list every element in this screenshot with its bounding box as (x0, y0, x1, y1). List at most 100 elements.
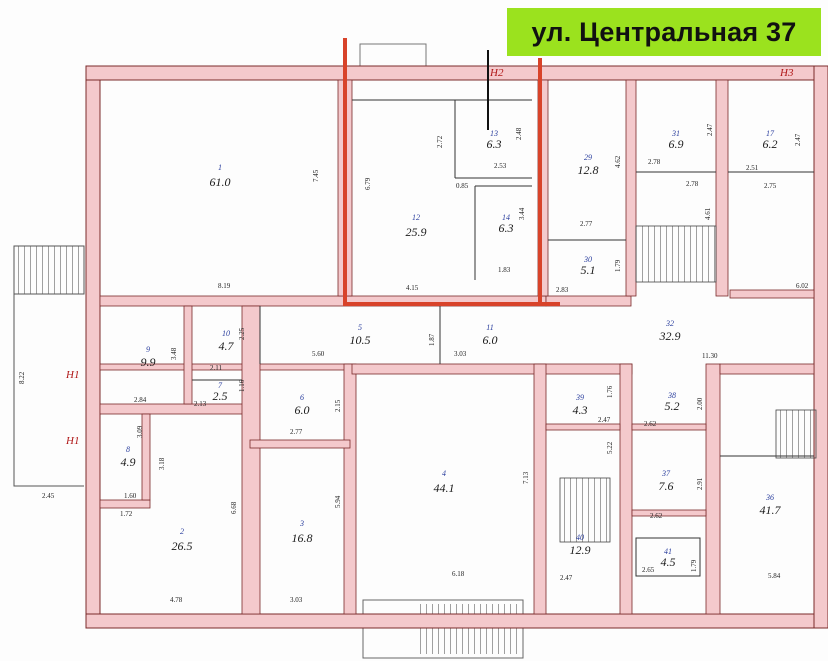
room-area: 4.7 (219, 339, 235, 353)
axis-mark-h1-upper: H1 (65, 369, 79, 381)
highlighted-unit-outline (343, 38, 560, 306)
dim-label: 3.03 (290, 596, 303, 604)
dim-label: 2.75 (764, 182, 777, 190)
room-number: 36 (765, 493, 774, 502)
dim-label: 2.47 (706, 123, 714, 136)
room-area: 12.9 (570, 543, 591, 557)
dim-label: 2.45 (42, 492, 55, 500)
dim-label: 2.65 (642, 566, 655, 574)
address-banner: ул. Центральная 37 (507, 8, 821, 56)
dim-label: 2.91 (696, 477, 704, 490)
room-number: 9 (146, 345, 150, 354)
dim-label: 2.47 (794, 133, 802, 146)
dim-label: 6.79 (364, 177, 372, 190)
room-number: 17 (766, 129, 775, 138)
dim-label: 2.77 (290, 428, 303, 436)
dim-label: 6.02 (796, 282, 809, 290)
room-number: 38 (667, 391, 676, 400)
dim-label: 4.15 (406, 284, 419, 292)
room-number: 12 (412, 213, 420, 222)
dim-label: 2.48 (515, 127, 523, 140)
dim-label: 2.78 (686, 180, 699, 188)
room-number: 8 (126, 445, 130, 454)
room-labels: 1 61.0 12 25.9 13 6.3 14 6.3 29 12.8 30 … (121, 129, 782, 569)
room-number: 4 (442, 469, 446, 478)
room-number: 13 (490, 129, 498, 138)
room-area: 32.9 (659, 329, 681, 343)
dim-label: 5.60 (312, 350, 325, 358)
dim-label: 2.77 (580, 220, 593, 228)
room-area: 9.9 (141, 355, 156, 369)
dim-label: 2.78 (648, 158, 661, 166)
room-area: 16.8 (292, 531, 313, 545)
room-number: 3 (299, 519, 304, 528)
room-number: 7 (218, 381, 223, 390)
dim-label: 3.44 (518, 207, 526, 220)
dim-label: 8.22 (18, 371, 26, 384)
dim-label: 1.83 (498, 266, 511, 274)
dim-label: 3.03 (454, 350, 467, 358)
room-area: 4.5 (661, 555, 676, 569)
dim-label: 2.47 (560, 574, 573, 582)
dim-label: 7.13 (522, 471, 530, 484)
dim-label: 3.09 (136, 425, 144, 438)
bottom-porch (362, 599, 524, 659)
dim-label: 3.48 (170, 347, 178, 360)
room-area: 7.6 (659, 479, 674, 493)
room-area: 25.9 (406, 225, 427, 239)
dim-label: 2.25 (238, 327, 246, 340)
room-number: 14 (502, 213, 510, 222)
interior-stairs (559, 225, 817, 543)
dim-label: 1.16 (238, 379, 246, 392)
room-area: 6.0 (483, 333, 498, 347)
dim-label: 4.61 (704, 207, 712, 220)
dim-label: 5.22 (606, 441, 614, 454)
dim-label: 5.84 (768, 572, 781, 580)
room-area: 6.0 (295, 403, 310, 417)
dim-label: 2.47 (598, 416, 611, 424)
room-number: 5 (358, 323, 362, 332)
dim-label: 1.60 (124, 492, 137, 500)
room-area: 5.1 (581, 263, 596, 277)
dim-label: 1.72 (120, 510, 133, 518)
dim-label: 2.00 (696, 397, 704, 410)
dim-label: 2.62 (650, 512, 663, 520)
room-area: 5.2 (665, 399, 680, 413)
dim-label: 1.79 (614, 259, 622, 272)
dim-label: 2.15 (334, 399, 342, 412)
dim-label: 2.53 (494, 162, 507, 170)
dim-label: 1.76 (606, 385, 614, 398)
room-number: 30 (583, 255, 592, 264)
dim-label: 2.13 (194, 400, 207, 408)
room-number: 40 (576, 533, 584, 542)
room-area: 6.2 (763, 137, 778, 151)
dim-label: 2.84 (134, 396, 147, 404)
dim-label: 2.51 (746, 164, 759, 172)
dim-label: 6.68 (230, 501, 238, 514)
room-number: 2 (180, 527, 184, 536)
room-number: 6 (300, 393, 304, 402)
dim-label: 5.94 (334, 495, 342, 508)
room-area: 4.3 (573, 403, 588, 417)
room-area: 44.1 (434, 481, 455, 495)
dim-label: 8.19 (218, 282, 231, 290)
room-number: 10 (222, 329, 230, 338)
dim-label: 4.62 (614, 155, 622, 168)
room-area: 41.7 (760, 503, 782, 517)
room-area: 10.5 (350, 333, 371, 347)
room-area: 2.5 (213, 389, 228, 403)
room-number: 31 (671, 129, 680, 138)
room-number: 39 (575, 393, 584, 402)
dim-label: 1.79 (690, 559, 698, 572)
inner-walls (99, 79, 815, 615)
dim-label: 2.62 (644, 420, 657, 428)
left-porch (13, 245, 85, 487)
dim-label: 2.72 (436, 135, 444, 148)
axis-mark-h2: H2 (489, 67, 504, 79)
room-number: 37 (661, 469, 671, 478)
room-number: 32 (665, 319, 674, 328)
room-number: 11 (486, 323, 493, 332)
room-number: 29 (584, 153, 592, 162)
room-number: 1 (218, 163, 222, 172)
